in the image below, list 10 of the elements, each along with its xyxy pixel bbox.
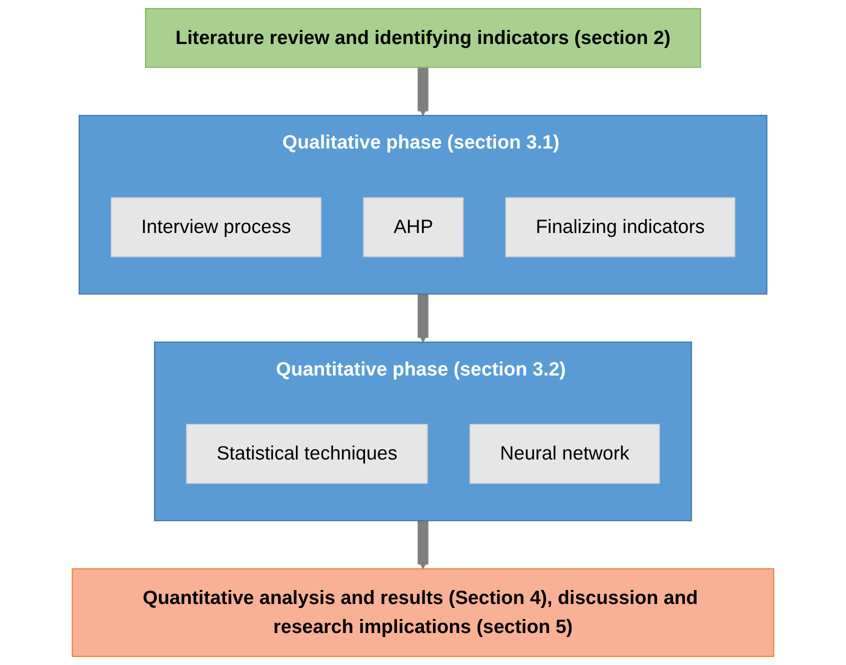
node-box: Quantitative analysis and results (Section 4), discussion and research implications (section 5) [72, 568, 774, 657]
node-box: Literature review and identifying indicators (section 2) [144, 8, 702, 68]
node-box: Neural network [470, 424, 660, 484]
arrow [418, 66, 428, 116]
arrow [418, 519, 428, 570]
node-box: AHP [363, 197, 464, 258]
node-box: Statistical techniques [186, 424, 428, 484]
arrow [418, 292, 428, 343]
node-box: Finalizing indicators [505, 197, 736, 258]
node-box: Interview process [110, 197, 322, 258]
